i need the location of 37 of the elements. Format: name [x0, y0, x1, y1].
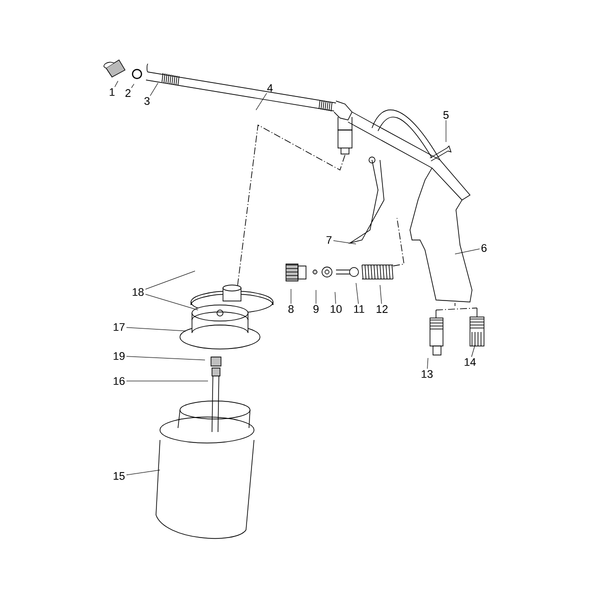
leader-line — [427, 358, 428, 370]
leader-line — [333, 240, 356, 244]
leader-line — [471, 344, 476, 358]
leader-line — [356, 282, 359, 304]
leader-line — [256, 92, 267, 110]
callout-number: 4 — [267, 84, 273, 92]
leader-line — [145, 270, 196, 290]
callout-number: 19 — [114, 352, 125, 360]
callout-number: 16 — [114, 377, 125, 385]
leader-line — [126, 470, 160, 476]
callout-number: 11 — [354, 305, 364, 313]
callout-number: 13 — [422, 370, 433, 378]
leader-line — [131, 84, 134, 88]
callout-number: 6 — [482, 244, 487, 252]
callout-number: 18 — [132, 288, 144, 296]
callout-number: 12 — [376, 305, 388, 313]
leader-line — [126, 380, 208, 382]
callout-number: 10 — [330, 305, 342, 313]
leader-line — [126, 356, 206, 360]
callout-number: 5 — [443, 111, 449, 119]
callout-number: 7 — [326, 236, 332, 244]
leader-line — [126, 327, 186, 332]
callout-number: 9 — [313, 305, 319, 313]
leader-line — [145, 294, 198, 310]
callout-number: 8 — [288, 305, 294, 313]
callout-number: 15 — [114, 472, 125, 480]
leader-line — [114, 80, 118, 88]
callout-number: 2 — [126, 89, 130, 97]
leader-line — [150, 82, 158, 96]
callout-number: 1 — [110, 88, 115, 96]
callout-number: 3 — [144, 97, 150, 105]
leader-line — [454, 248, 480, 254]
leader-line — [290, 288, 292, 304]
callout-number: 17 — [114, 323, 125, 331]
leader-line — [334, 292, 336, 304]
leader-line — [380, 284, 382, 304]
callout-number: 14 — [464, 358, 476, 366]
